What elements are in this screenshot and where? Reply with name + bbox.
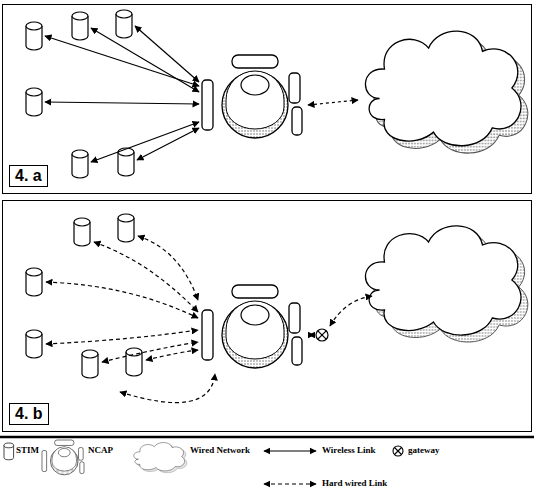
separator-line — [0, 436, 534, 439]
legend-text: Hard wired Link — [322, 478, 387, 489]
gateway-symbol — [316, 329, 328, 341]
panel-label: 4. b — [9, 403, 49, 425]
legend-text: gateway — [408, 445, 440, 456]
legend-text: STIM — [16, 445, 39, 456]
legend-text: Wireless Link — [322, 445, 375, 456]
panel-b-art — [26, 214, 528, 403]
legend-text: Wired Network — [190, 445, 250, 456]
legend-text: NCAP — [88, 445, 113, 456]
panel-a-art — [26, 10, 528, 178]
figure-panel: 4. b — [2, 200, 532, 432]
figure-panel: 4. a — [2, 4, 532, 194]
panel-label: 4. a — [9, 165, 48, 187]
